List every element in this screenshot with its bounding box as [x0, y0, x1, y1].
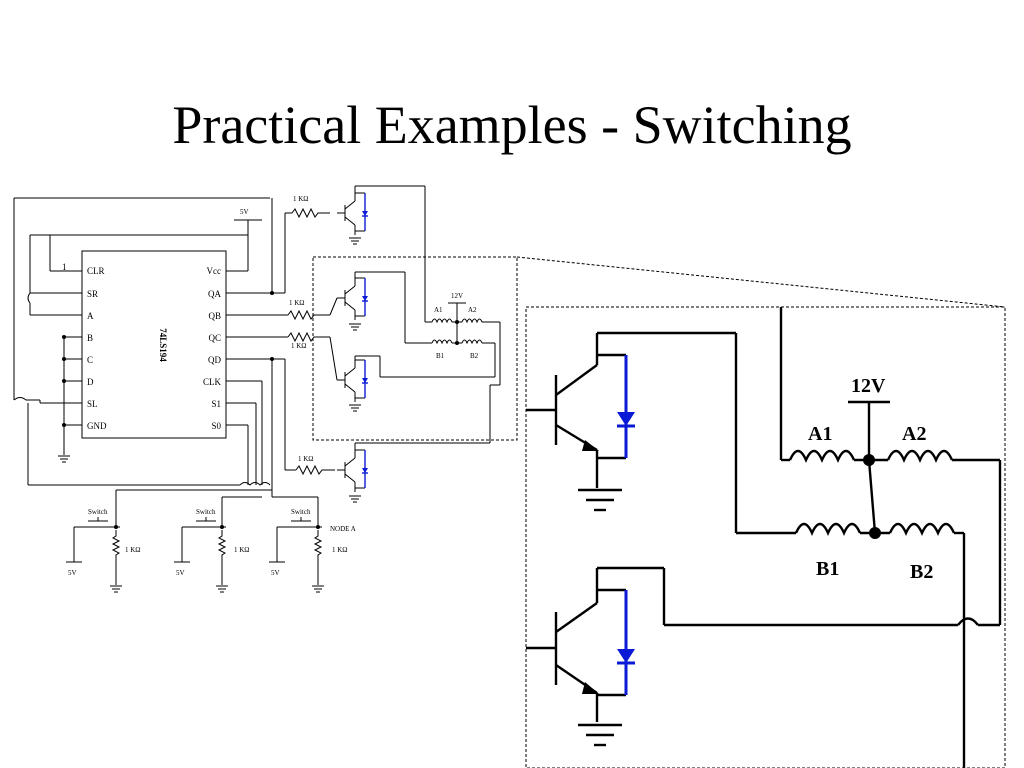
shift-register-chip: 74LS194 CLR SR A B C D SL GND Vcc QA QB … [62, 250, 227, 439]
clr-value: 1 [62, 262, 67, 272]
output-wiring: 1 KΩ 1 KΩ 1 KΩ 1 KΩ [226, 195, 335, 497]
res-label-2: 1 KΩ [289, 299, 305, 307]
node-a-label: NODE A [330, 525, 356, 533]
small-motor-coils: 12V A1 A2 B1 B2 [404, 186, 501, 386]
switch-label-3: Switch [291, 508, 311, 516]
small-b1-label: B1 [436, 352, 445, 360]
pin-clk: CLK [203, 377, 222, 387]
res-label-3: 1 KΩ [291, 342, 307, 350]
switch-res-3: 1 KΩ [332, 546, 348, 554]
res-label-1: 1 KΩ [293, 195, 309, 203]
pin-b: B [87, 333, 93, 343]
pin-qd: QD [208, 355, 221, 365]
zoom-b2-label: B2 [910, 561, 933, 583]
zoom-a1-label: A1 [808, 423, 832, 445]
switch-res-1: 1 KΩ [125, 546, 141, 554]
zoom-b1-label: B1 [816, 558, 839, 580]
zoom-callout [312, 256, 1006, 768]
pin-qb: QB [208, 311, 221, 321]
transistor-1 [336, 185, 425, 245]
switch-5v-1: 5V [68, 569, 77, 577]
vcc-5v-label: 5V [240, 208, 249, 216]
pin-sr: SR [87, 289, 98, 299]
left-pin-wiring [13, 197, 270, 486]
small-a2-label: A2 [468, 306, 477, 314]
zoom-12v-label: 12V [851, 375, 886, 397]
pin-qc: QC [208, 333, 221, 343]
switch-circuit-2: Switch 5V 1 KΩ [174, 496, 262, 593]
vcc-supply: 5V [226, 208, 262, 272]
small-b2-label: B2 [470, 352, 479, 360]
res-label-4: 1 KΩ [298, 455, 314, 463]
pin-sl: SL [87, 399, 98, 409]
pin-qa: QA [208, 289, 221, 299]
switch-res-2: 1 KΩ [234, 546, 250, 554]
small-12v-label: 12V [451, 292, 463, 300]
switch-label-1: Switch [88, 508, 108, 516]
switch-circuit-1: Switch 5V 1 KΩ [66, 489, 272, 593]
zoom-detail: 12V A1 A2 B1 B2 [526, 307, 1002, 768]
zoom-a2-label: A2 [902, 423, 926, 445]
small-a1-label: A1 [434, 306, 443, 314]
transistor-3 [329, 336, 495, 412]
pin-s0: S0 [211, 421, 221, 431]
chip-name: 74LS194 [158, 328, 168, 362]
pin-a: A [87, 311, 94, 321]
switch-5v-3: 5V [271, 569, 280, 577]
pin-d: D [87, 377, 94, 387]
pin-s1: S1 [211, 399, 221, 409]
switch-circuit-3: Switch 5V 1 KΩ NODE A [269, 496, 356, 593]
pin-clr: CLR [87, 266, 105, 276]
switch-label-2: Switch [196, 508, 216, 516]
transistor-4 [336, 385, 491, 503]
switch-5v-2: 5V [176, 569, 185, 577]
pin-gnd: GND [87, 421, 107, 431]
transistor-2 [329, 271, 405, 331]
slide-title: Practical Examples - Switching [172, 95, 852, 155]
pin-c: C [87, 355, 93, 365]
pin-vcc: Vcc [207, 266, 222, 276]
